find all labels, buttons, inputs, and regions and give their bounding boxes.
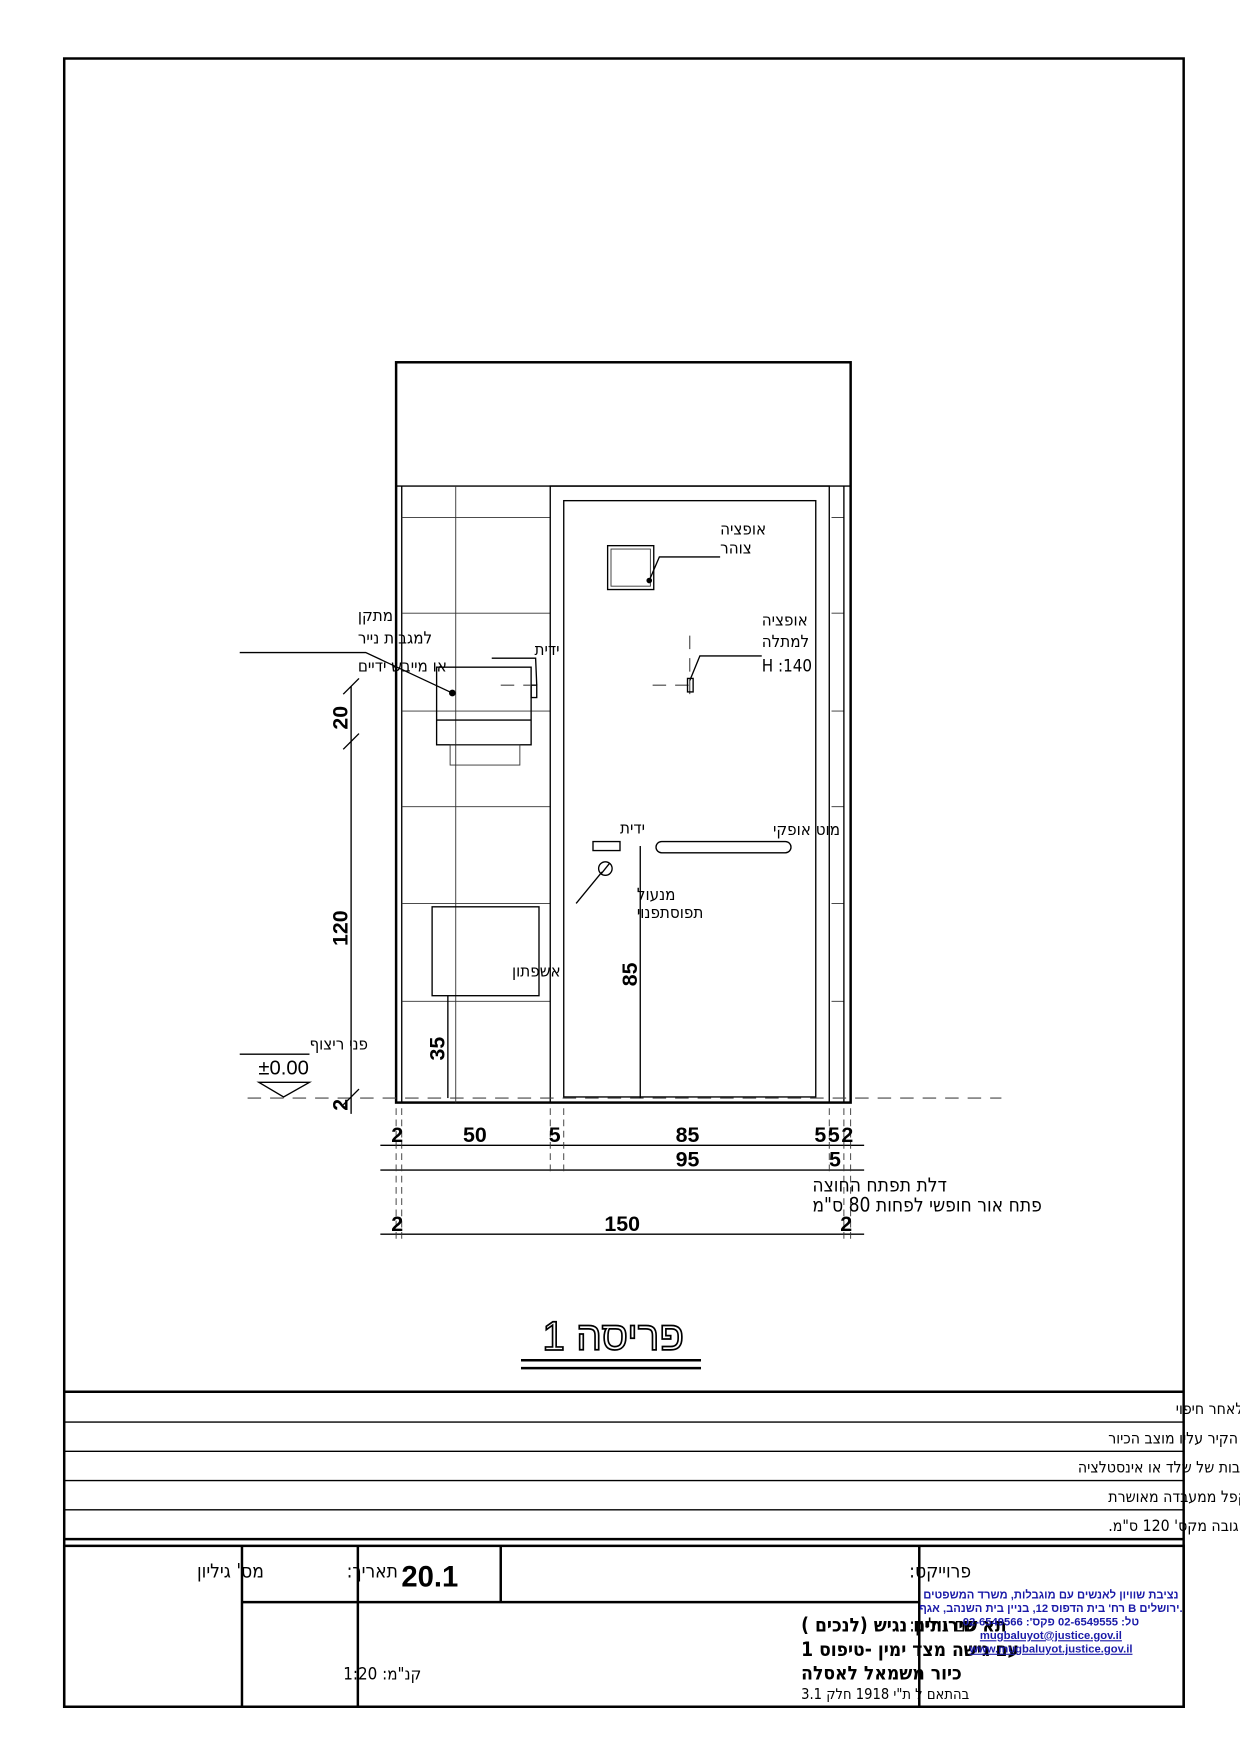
room-outline (394, 361, 852, 1104)
sheet-frame (62, 57, 1185, 1708)
label-mirror-2: צוהר (720, 538, 752, 558)
sheet-name-2: עם גישה מצד ימין -טיפוס 1 (801, 1638, 1019, 1661)
horizontal-grab-bar (655, 840, 792, 854)
svg-text:2: 2 (840, 1212, 852, 1236)
label-mirror-1: אופציה (720, 518, 766, 538)
note-3: 3 - מפסק הדלקה וכיבוי אור יהיה מחוץ לתא … (1108, 1516, 1240, 1535)
org-address: רח' בית הדפוס 12, בניין בית השנהב, אגף B… (919, 1602, 1182, 1615)
sheet-name-label: שם גיליון: (909, 1613, 978, 1636)
svg-text:5: 5 (549, 1123, 561, 1147)
svg-text:20: 20 (329, 706, 353, 730)
elevation-drawing: אופציה צוהר אופציה למתלה H :140 ידית מתק… (239, 361, 1042, 1370)
svg-text:85: 85 (676, 1123, 700, 1147)
label-waste-bin: אשפתון (512, 961, 561, 981)
label-horizontal-bar: מוט אופקי (773, 819, 840, 839)
sheet-no-label: מס' גיליון (197, 1559, 264, 1582)
project-label: פרוייקט: (909, 1559, 971, 1582)
svg-text:120: 120 (329, 910, 353, 946)
label-lock-2: תפוסתפנוי (637, 902, 703, 922)
label-dispenser-alt: או מייבש ידיים (358, 656, 447, 676)
svg-text:35: 35 (425, 1037, 449, 1061)
svg-text:2: 2 (391, 1212, 403, 1236)
date-label: תאריך: (347, 1559, 398, 1582)
label-dispenser-2: למגבות נייר (358, 628, 432, 648)
note-1: 1 - אין לגרוע מידות התא אף לא באמצעות צנ… (1108, 1428, 1240, 1447)
label-dispenser-handle: ידית (534, 639, 559, 659)
horizontal-dimensions: 2 50 5 85 5 5 2 95 5 דלת תפתח החוצה פתח … (380, 1108, 1042, 1244)
drawing-title: פריסה 1 (542, 1313, 684, 1359)
door-frame (549, 485, 830, 1104)
standard-ref: בהתאם ל ת"י 1918 חלק 3.1 (801, 1686, 969, 1703)
label-door-handle: ידית (620, 818, 645, 838)
paper-towel-dispenser (435, 666, 532, 746)
svg-text:2: 2 (329, 1099, 353, 1111)
svg-text:50: 50 (463, 1123, 487, 1147)
svg-text:2: 2 (841, 1123, 853, 1147)
svg-text:5: 5 (829, 1148, 841, 1172)
svg-text:150: 150 (604, 1212, 640, 1236)
title-block: מס' גיליון תאריך: 20.1 פרוייקט: שם גיליו… (62, 1544, 1185, 1708)
waste-bin (431, 906, 540, 997)
label-lock-1: מנעול (637, 884, 676, 904)
svg-text:5: 5 (814, 1123, 826, 1147)
wall-tiles (401, 486, 844, 1103)
lock-icon (597, 861, 613, 876)
note-header: הערות: המידות נטו לאחר חיפוי (1176, 1399, 1240, 1418)
notes-section: הערות: המידות נטו לאחר חיפוי 1 - אין לגר… (64, 1390, 1240, 1541)
org-website-link[interactable]: www.mugbaluyot.justice.gov.il (968, 1644, 1132, 1656)
mirror-window (606, 544, 655, 591)
door-note-2: פתח אור חופשי לפחות 80 ס"מ (812, 1194, 1041, 1217)
svg-text:2: 2 (391, 1123, 403, 1147)
door-handle (592, 840, 621, 852)
org-name: נציבת שוויון לאנשים עם מוגבלות, משרד המש… (923, 1589, 1178, 1602)
label-floor-level: ±0.00 (258, 1057, 309, 1079)
door-panel (563, 499, 817, 1098)
sheet-name-3: כיור משמאל לאסלה (801, 1662, 962, 1685)
org-email-link[interactable]: mugbaluyot@justice.gov.il (980, 1630, 1122, 1642)
label-hook-2: למתלה (762, 631, 809, 651)
door-note-1: דלת תפתח החוצה (812, 1173, 947, 1196)
sheet-number: 20.1 (401, 1561, 458, 1593)
svg-text:5: 5 (828, 1123, 840, 1147)
note-2: 2 - מאחז יד : מפרט ע"פ ת"י 1918 חלק 3.1 … (1108, 1487, 1240, 1506)
org-phone: טל: 02-6549555 פקס': 02-6549566 (963, 1616, 1140, 1629)
scale: קנ"מ: 1:20 (343, 1664, 421, 1684)
label-dispenser-1: מתקן (358, 605, 393, 625)
svg-text:85: 85 (618, 962, 642, 986)
svg-text:95: 95 (676, 1148, 700, 1172)
note-1-cont: אפשר לגרוע עד 20\20 ס"מ מסיבות של שלד או… (1078, 1458, 1240, 1477)
sheet-name-1: תא שירותים נגיש (לנכים ) (801, 1613, 1007, 1636)
label-hook-1: אופציה (762, 610, 808, 630)
label-hook-height: H :140 (762, 656, 812, 676)
vertical-dimensions: 20 120 2 35 85 (329, 677, 642, 1114)
label-floor: פני ריצוף (309, 1034, 368, 1054)
